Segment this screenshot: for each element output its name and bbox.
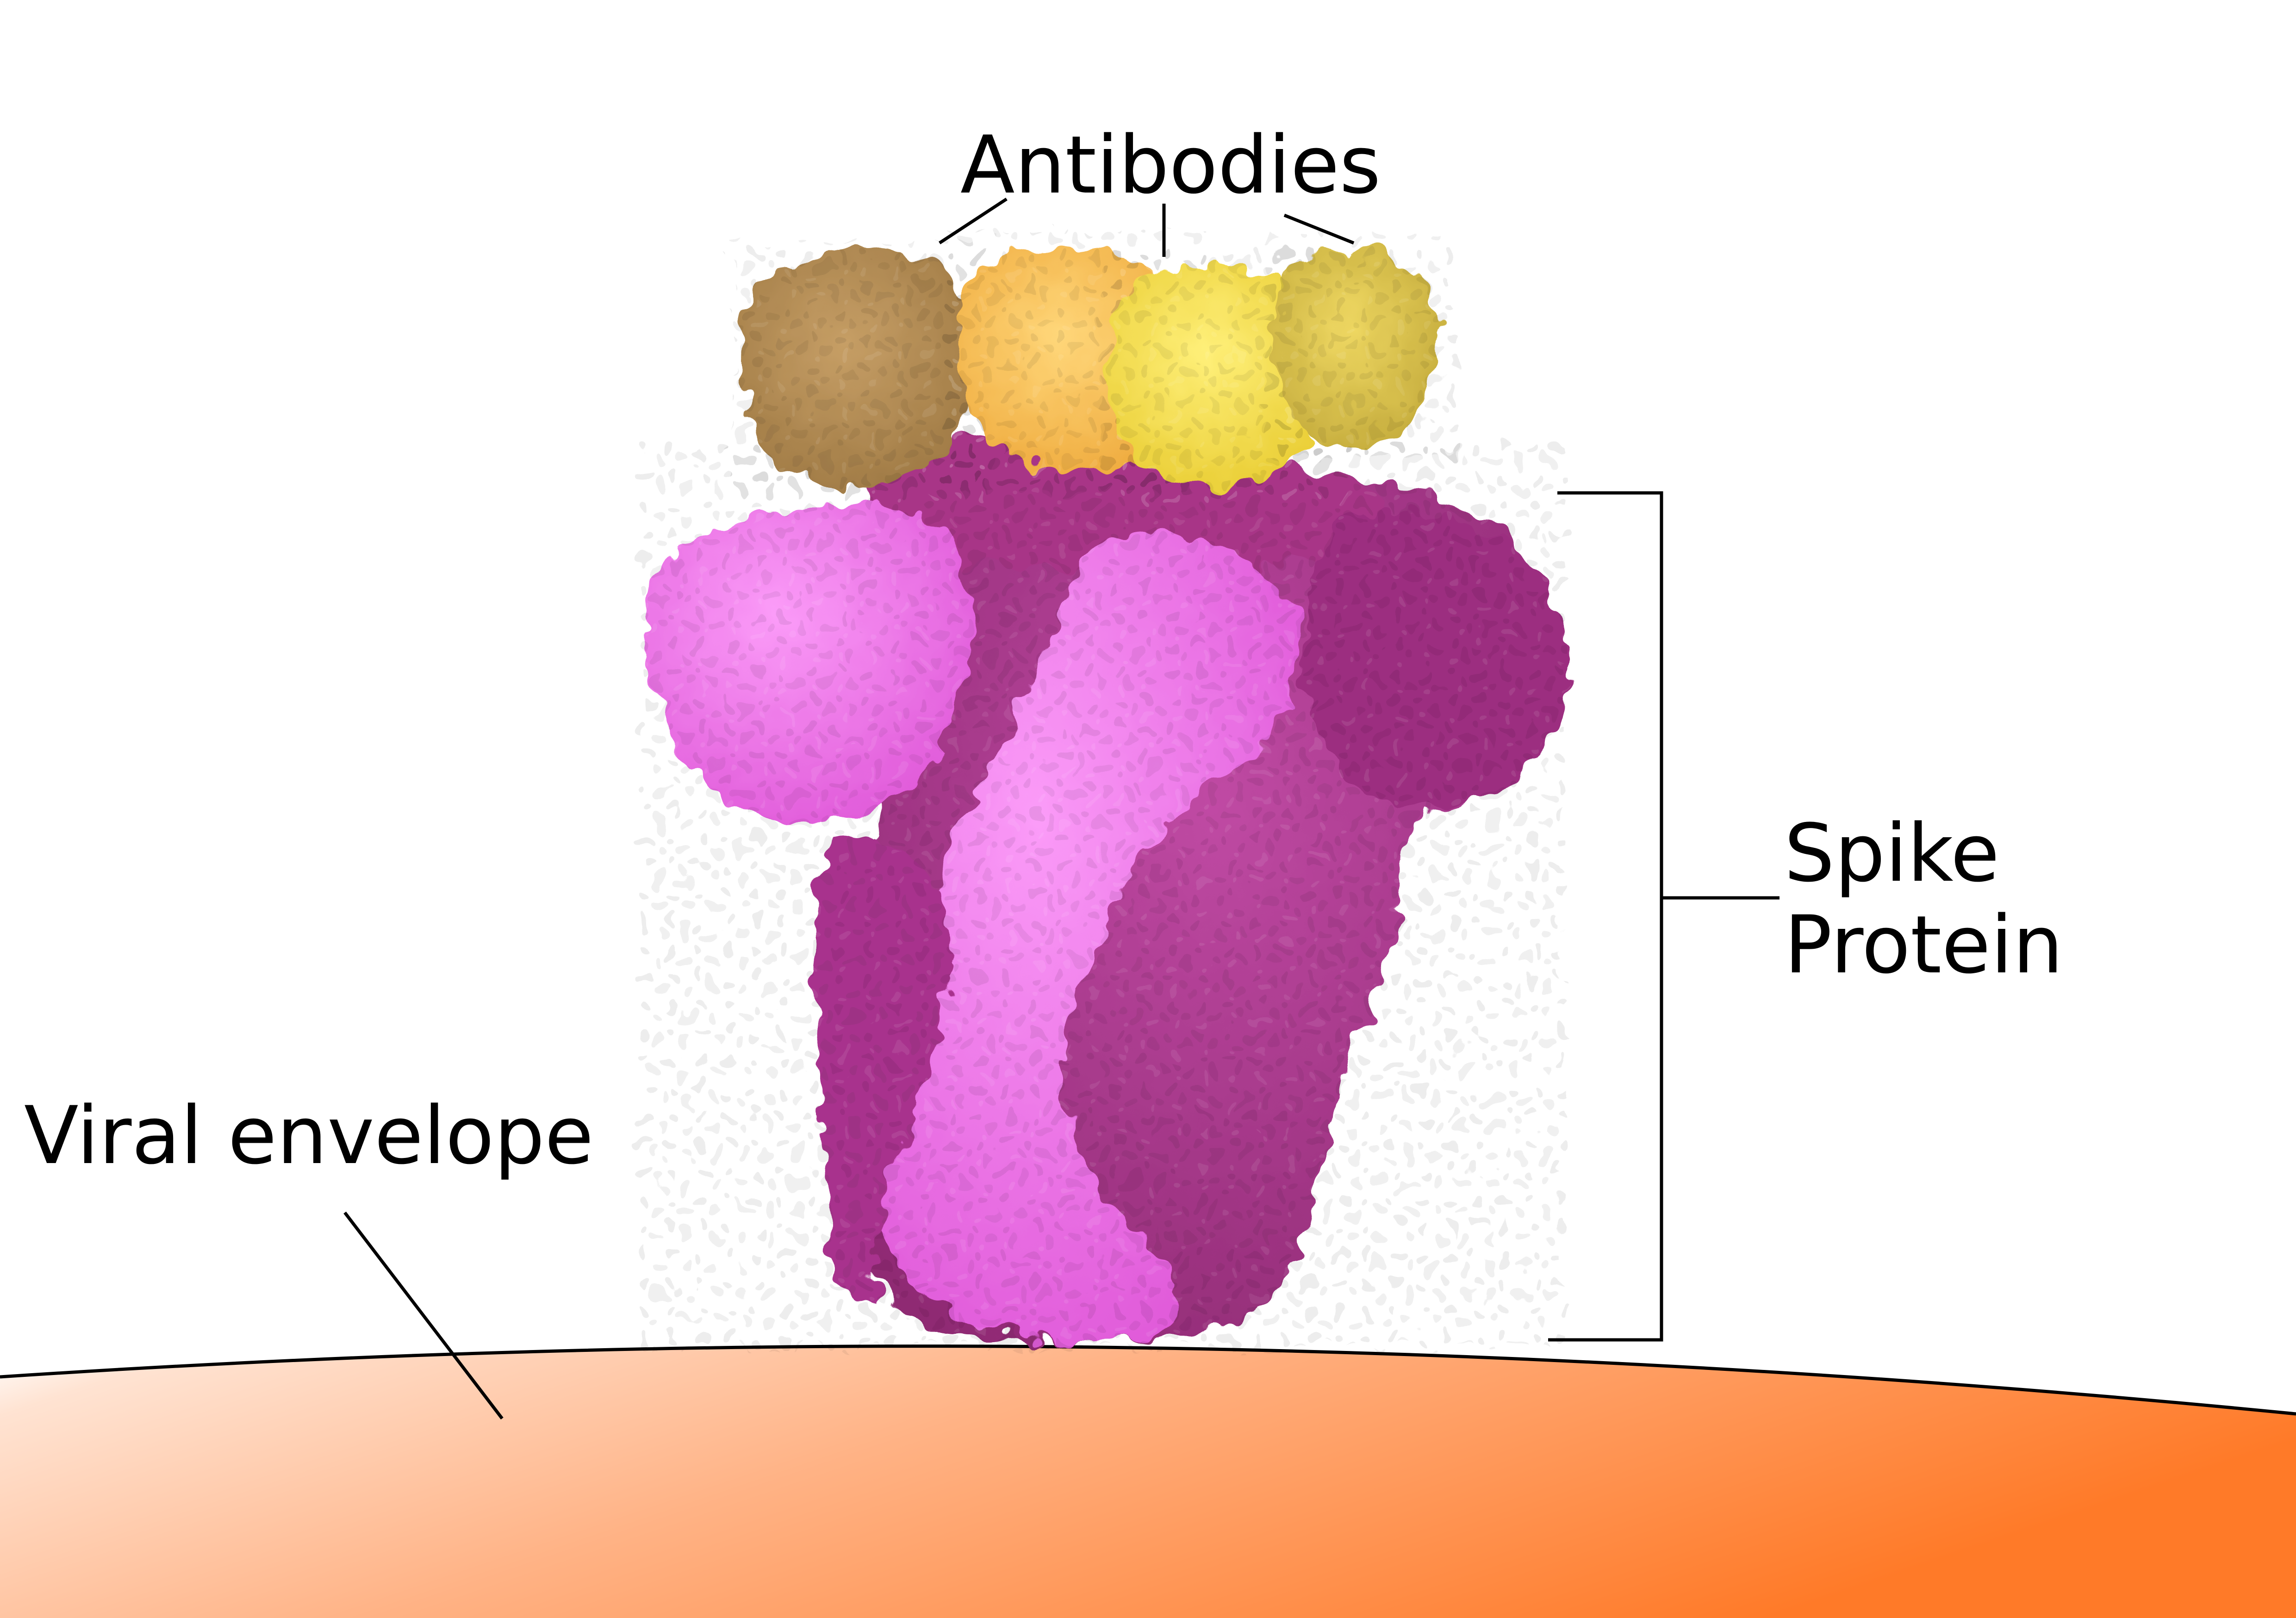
spike-protein-label-line2: Protein [1784, 898, 2063, 991]
spike-protein-label: Spike Protein [1784, 808, 2063, 991]
antibody-blob-olive [1268, 236, 1453, 458]
leader-line-antibody-right [1283, 213, 1355, 245]
leader-line-envelope [343, 1211, 504, 1420]
antibodies-label: Antibodies [960, 118, 1381, 212]
viral-envelope-surface [0, 1344, 2296, 1618]
antibodies-leader-lines [939, 198, 1355, 257]
spike-protein-blob [639, 434, 1568, 1347]
spike-protein-label-line1: Spike [1784, 807, 2000, 900]
leader-line-antibody-left [939, 198, 1008, 244]
viral-envelope-label: Viral envelope [24, 1089, 594, 1182]
spike-protein-bracket [1548, 491, 1780, 1342]
